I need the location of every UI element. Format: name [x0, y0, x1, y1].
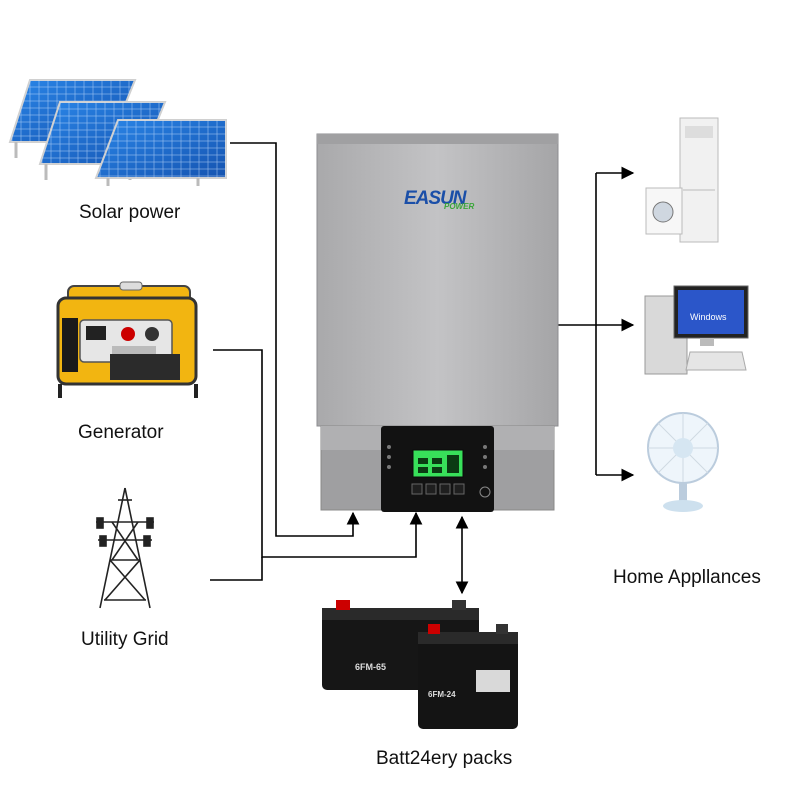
- battery-packs-image: [322, 600, 518, 729]
- utility-grid-label: Utility Grid: [81, 629, 169, 650]
- battery-packs-label: Batt24ery packs: [376, 748, 513, 769]
- utility-tower-image: [96, 487, 154, 609]
- grid-connection-line: [210, 557, 263, 581]
- brand-main-text: EASUN: [404, 188, 467, 209]
- home-appliances-label: Home Appllances: [613, 567, 761, 588]
- generator-label: Generator: [78, 422, 164, 443]
- brand-logo: EASUN POWER: [404, 188, 484, 214]
- brand-sub-text: POWER: [444, 202, 475, 211]
- battery-model-small: 6FM-24: [428, 690, 456, 699]
- generator-image: [56, 281, 198, 398]
- air-conditioner-washer-image: [645, 117, 719, 243]
- fan-image: [647, 412, 719, 512]
- solar-panels-image: [8, 79, 227, 186]
- solar-connection-line: [230, 142, 360, 537]
- inverter-image: [316, 133, 559, 512]
- monitor-screen-text: Windows: [690, 312, 727, 322]
- connection-lines: [210, 142, 635, 595]
- battery-model-large: 6FM-65: [355, 662, 387, 672]
- computer-image: [644, 285, 749, 375]
- solar-power-label: Solar power: [79, 202, 181, 223]
